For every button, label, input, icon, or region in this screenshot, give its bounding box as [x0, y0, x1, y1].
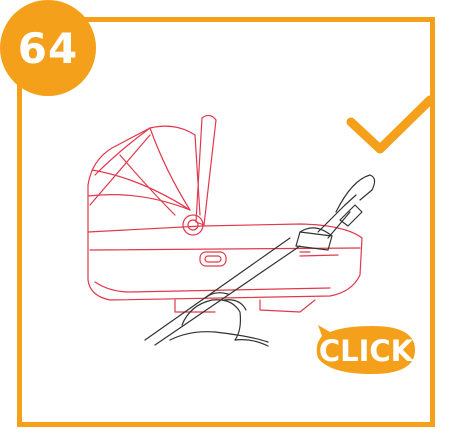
- stroller-chassis: [145, 175, 375, 345]
- carrycot-handle: [183, 115, 216, 235]
- check-icon: [351, 100, 430, 149]
- click-label: CLICK: [319, 334, 415, 368]
- canopy: [88, 126, 200, 232]
- click-callout: CLICK: [317, 325, 415, 374]
- carrycot-body: [88, 224, 362, 312]
- step-number-badge: 64: [0, 0, 96, 96]
